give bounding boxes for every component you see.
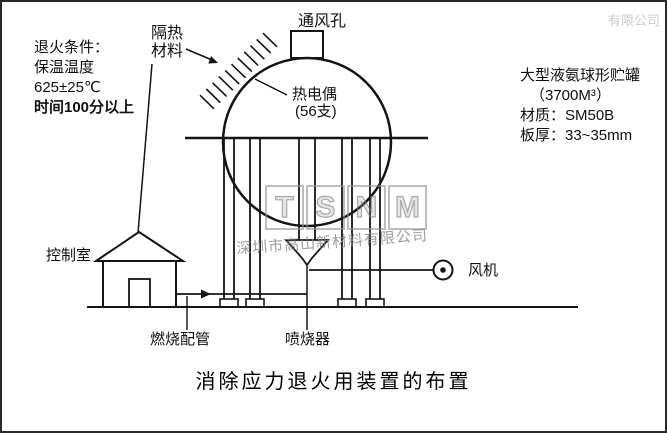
control-room-house: [92, 230, 187, 308]
conditions-line3: 625±25℃: [34, 79, 101, 96]
control-link-line: [137, 63, 153, 234]
vent-box: [290, 30, 324, 59]
fan-label: 风机: [468, 262, 499, 279]
watermark-letter: N: [347, 185, 386, 230]
flow-arrow-icon: [201, 289, 211, 299]
leg-footings: [219, 298, 385, 308]
insulation-arrow: [185, 48, 218, 64]
watermark-corner-fragment: 有限公司: [607, 13, 660, 28]
watermark-logo: T S N M: [265, 185, 427, 230]
diagram-title: 消除应力退火用装置的布置: [195, 371, 472, 393]
thermocouple-label-line1: 热电偶: [292, 86, 338, 103]
tank-spec-line4: 板厚：33~35mm: [520, 127, 633, 144]
conditions-line4: 时间100分以上: [34, 99, 135, 116]
insulation-hatching: [199, 32, 278, 110]
fuel-pipe-label: 燃烧配管: [150, 331, 211, 348]
support-legs: [223, 139, 381, 299]
house-door: [128, 278, 151, 308]
thermocouple-label-line2: (56支): [295, 103, 337, 120]
insulation-label-line1: 隔热: [151, 25, 184, 42]
insulation-label-line2: 材料: [151, 43, 184, 60]
house-roof: [92, 230, 187, 262]
watermark-letter: T: [265, 185, 304, 230]
center-pipes: [298, 139, 316, 240]
vent-label: 通风孔: [298, 13, 347, 30]
watermark-letter: S: [306, 185, 345, 230]
tank-spec-line3: 材质：SM50B: [520, 107, 615, 124]
watermark-letter: M: [388, 185, 427, 230]
conditions-line1: 退火条件：: [34, 39, 110, 56]
burner: [283, 239, 331, 330]
burner-label: 喷烧器: [285, 331, 331, 348]
fan-symbol: [432, 259, 454, 281]
arrow-head-icon: [208, 56, 218, 64]
fuel-pipe: [176, 289, 307, 330]
tank-spec-line1: 大型液氨球形贮罐: [520, 67, 641, 84]
conditions-line2: 保温温度: [34, 59, 95, 76]
thermocouple-leader-line: [254, 78, 288, 96]
control-room-label: 控制室: [46, 247, 92, 264]
tank-spec-line2: （3700M³）: [530, 87, 611, 104]
